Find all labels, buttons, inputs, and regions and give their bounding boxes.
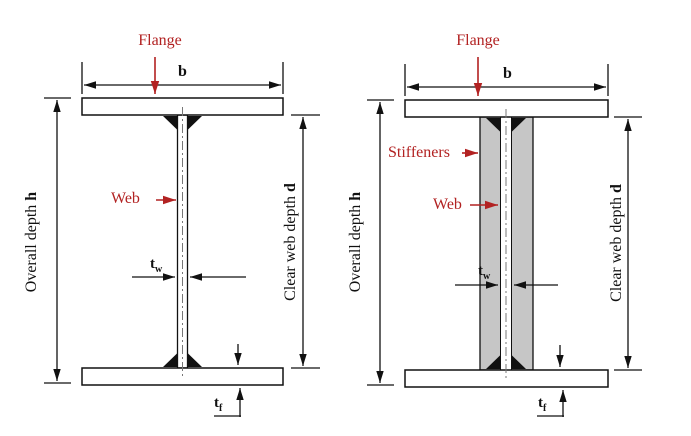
right-web-label: Web — [433, 196, 462, 213]
right-stiffeners-label: Stiffeners — [388, 144, 450, 161]
left-overall-depth-ticks — [44, 97, 71, 384]
right-clear-web-depth-label: Clear web depth d — [608, 184, 625, 302]
left-clear-depth-ticks — [291, 114, 320, 369]
right-overall-depth-ticks — [367, 99, 394, 386]
left-flange-thickness-label: tf — [214, 395, 223, 414]
left-web-label: Web — [111, 190, 140, 207]
left-width-extension-lines — [81, 62, 284, 94]
left-overall-depth-label: Overall depth h — [23, 191, 40, 293]
left-web-thickness-label: tw — [150, 256, 163, 275]
right-overall-depth-label: Overall depth h — [347, 191, 364, 293]
right-width-label: b — [503, 65, 512, 82]
right-flange-thickness-label: tf — [538, 395, 547, 414]
right-web-thickness-label: tw — [478, 263, 491, 282]
left-clear-web-depth-label: Clear web depth d — [282, 183, 299, 301]
right-clear-depth-ticks — [614, 116, 642, 371]
left-flange-label: Flange — [138, 32, 182, 49]
right-beam-section — [367, 57, 642, 417]
left-width-label: b — [178, 63, 187, 80]
left-beam-section — [44, 57, 320, 417]
right-flange-label: Flange — [456, 32, 500, 49]
right-width-extension-lines — [404, 64, 609, 96]
